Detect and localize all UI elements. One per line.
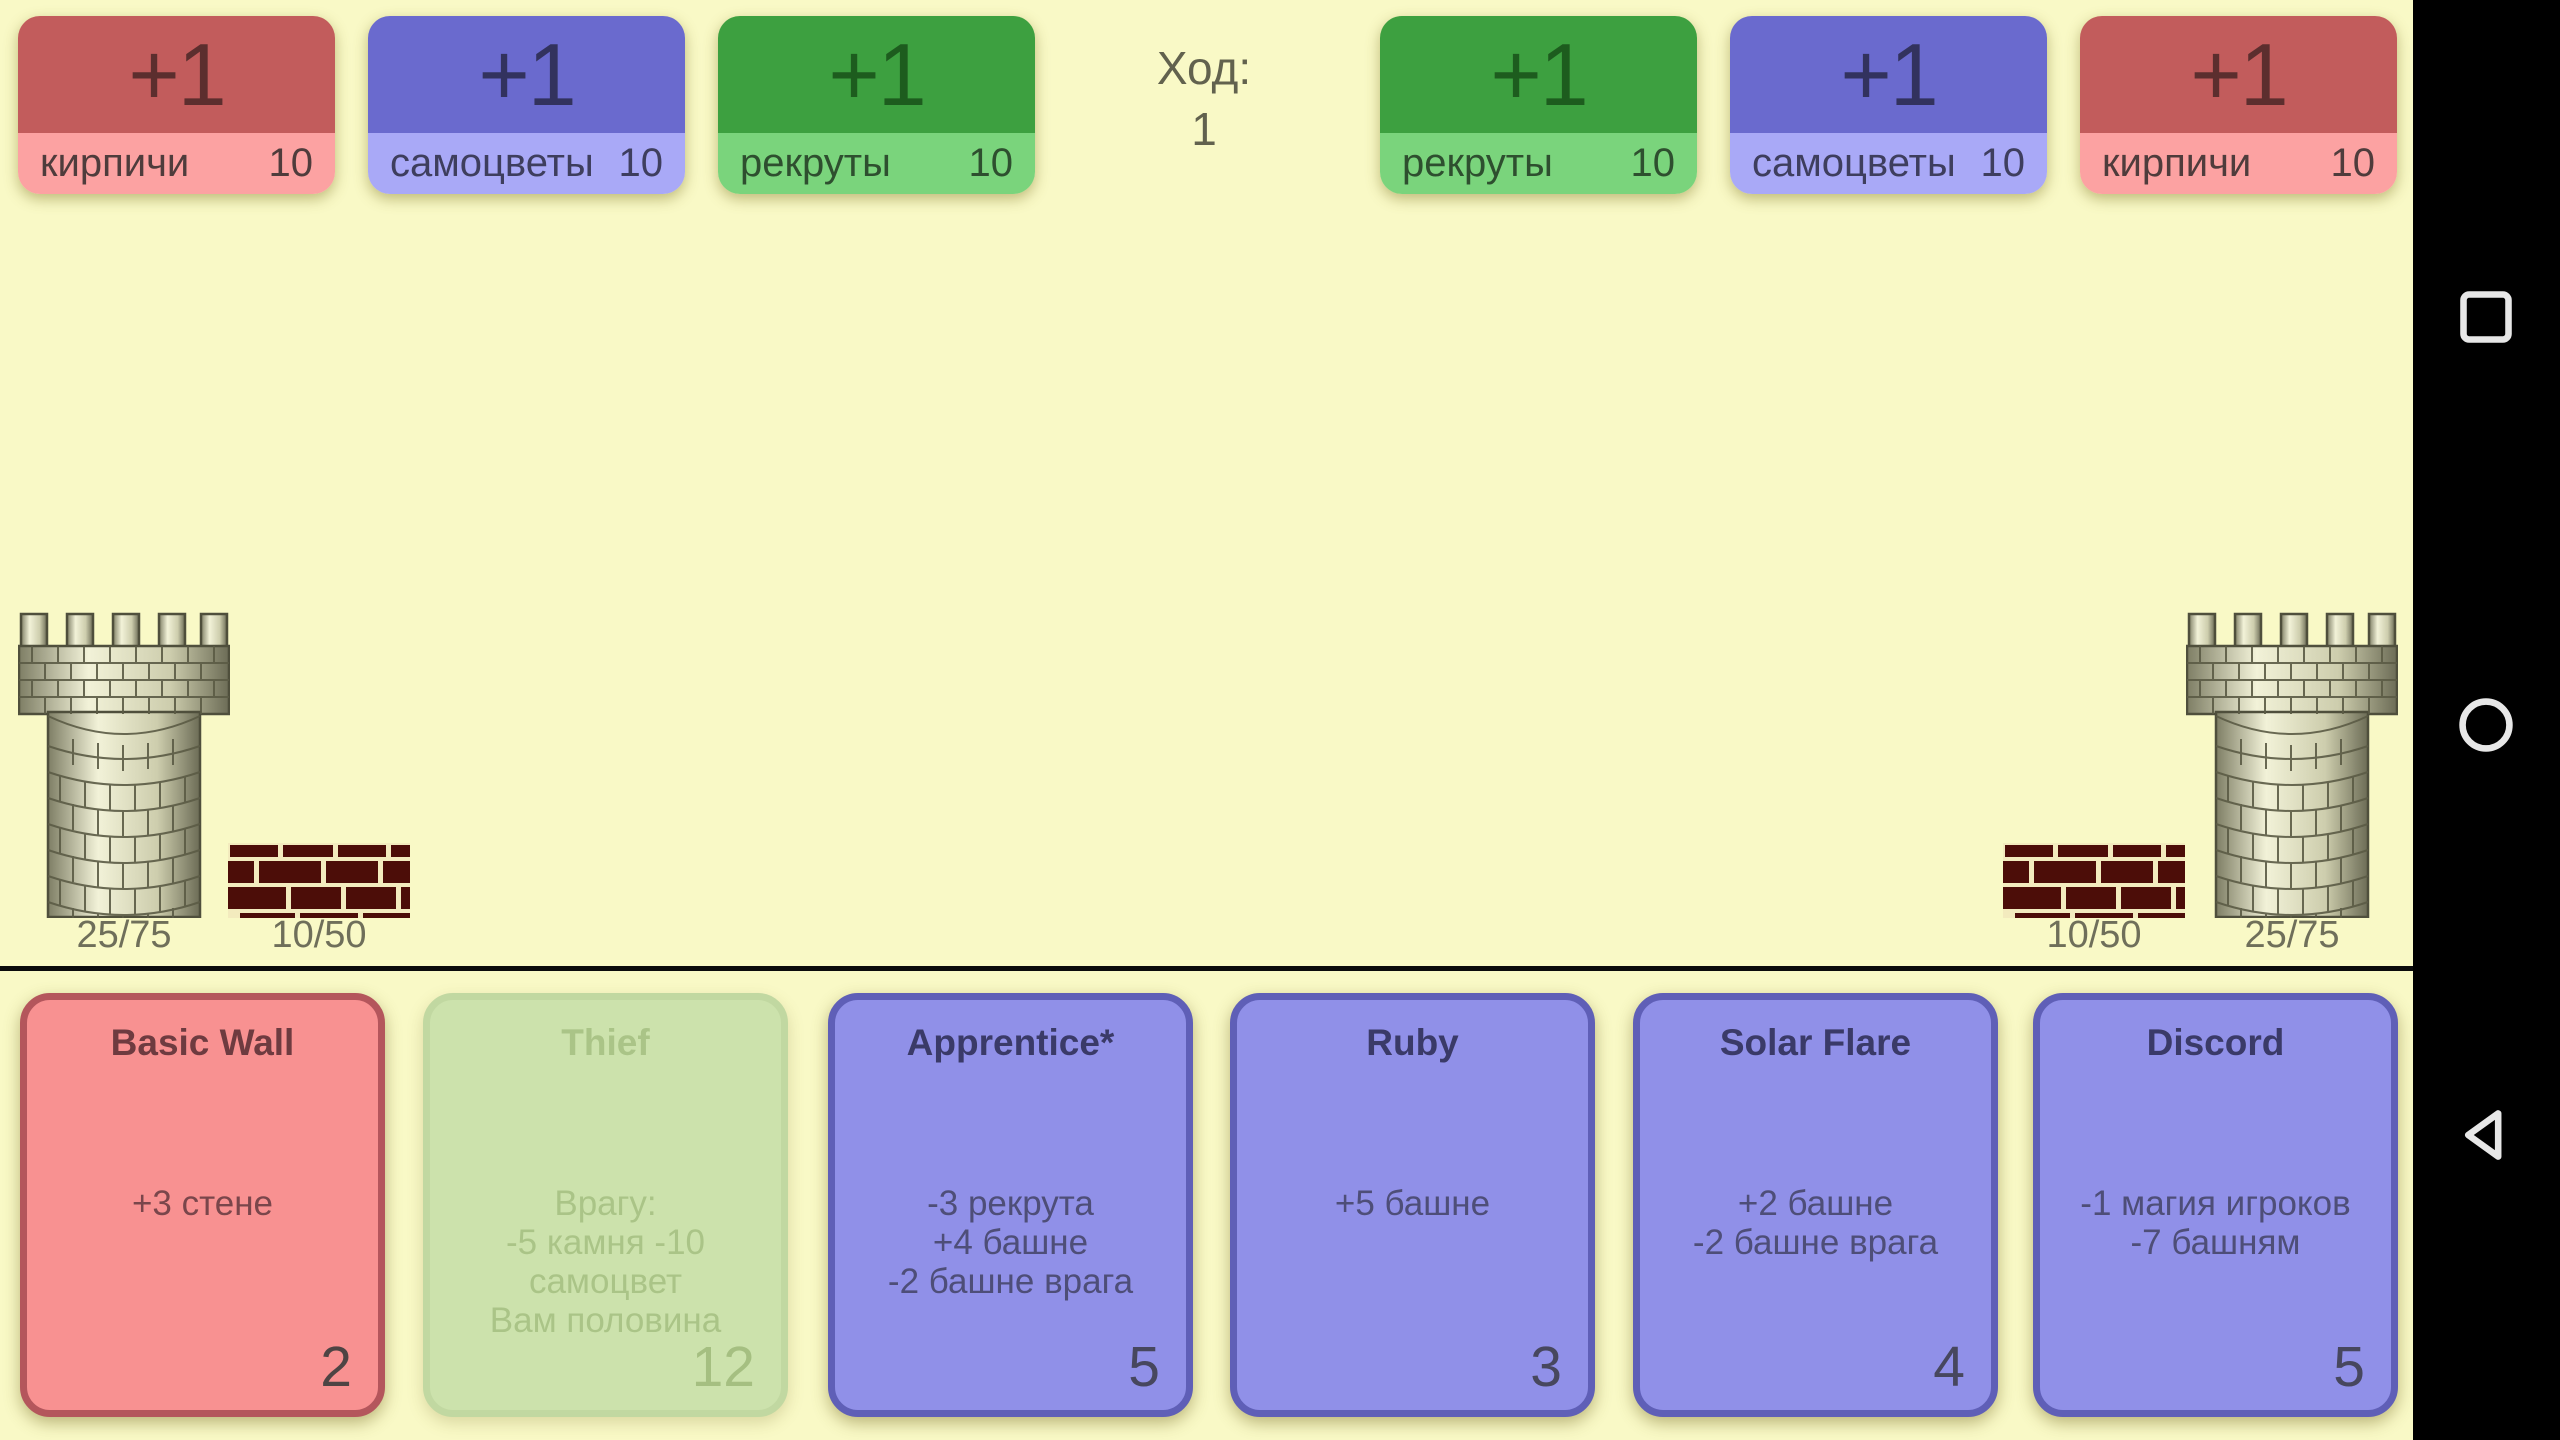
resource-card-bricks-right: +1 кирпичи 10: [2080, 16, 2397, 194]
resource-gain: +1: [1380, 16, 1697, 134]
resource-value: 10: [968, 141, 1014, 186]
enemy-wall-stat: 10/50: [2046, 914, 2142, 956]
resource-value: 10: [1980, 141, 2026, 186]
player-tower-icon: [18, 612, 230, 918]
card-description: +5 башне: [1334, 1184, 1491, 1223]
card-cost: 4: [1933, 1335, 1965, 1399]
resource-label: кирпичи: [2102, 141, 2252, 186]
player-wall-icon: [228, 843, 410, 918]
card-description: +2 башне -2 башне врага: [1692, 1184, 1939, 1262]
home-circle-icon: [2459, 698, 2513, 752]
turn-label: Ход:: [1156, 42, 1252, 94]
resource-value: 10: [268, 141, 314, 186]
resource-label: кирпичи: [40, 141, 190, 186]
card-description: Врагу: -5 камня -10 самоцвет Вам половин…: [489, 1184, 722, 1340]
resource-card-gems-right: +1 самоцветы 10: [1730, 16, 2047, 194]
hand-card-discord[interactable]: Discord -1 магия игроков -7 башням 5: [2033, 993, 2398, 1417]
resource-gain: +1: [18, 16, 335, 134]
card-description: -1 магия игроков -7 башням: [2080, 1184, 2351, 1262]
card-cost: 5: [2333, 1335, 2365, 1399]
android-nav-bar: [2413, 0, 2560, 1440]
turn-value: 1: [1191, 102, 1217, 155]
resource-value: 10: [1630, 141, 1676, 186]
card-description: +3 стене: [131, 1184, 274, 1223]
hand-card-basic-wall[interactable]: Basic Wall +3 стене 2: [20, 993, 385, 1417]
enemy-wall-icon: [2003, 843, 2185, 918]
card-description: -3 рекрута +4 башне -2 башне врага: [887, 1184, 1134, 1301]
hand-card-solar-flare[interactable]: Solar Flare +2 башне -2 башне врага 4: [1633, 993, 1998, 1417]
recents-square-icon: [2460, 291, 2512, 343]
enemy-tower-icon: [2186, 612, 2398, 918]
card-cost: 2: [320, 1335, 352, 1399]
card-cost: 5: [1128, 1335, 1160, 1399]
enemy-tower-stat: 25/75: [2244, 914, 2340, 956]
resource-label: рекруты: [740, 141, 891, 186]
turn-indicator: Ход: 1: [1100, 38, 1308, 159]
back-triangle-icon: [2464, 1110, 2502, 1160]
player-wall-stat: 10/50: [271, 914, 367, 956]
resource-gain: +1: [2080, 16, 2397, 134]
hand-separator-line: [0, 966, 2413, 971]
resource-value: 10: [618, 141, 664, 186]
resource-label: рекруты: [1402, 141, 1553, 186]
card-title: Thief: [561, 1022, 650, 1063]
resource-gain: +1: [368, 16, 685, 134]
player-tower-stat: 25/75: [76, 914, 172, 956]
resource-gain: +1: [1730, 16, 2047, 134]
card-title: Apprentice*: [906, 1022, 1115, 1063]
recents-button[interactable]: [2456, 287, 2516, 347]
hand-card-apprentice[interactable]: Apprentice* -3 рекрута +4 башне -2 башне…: [828, 993, 1193, 1417]
resource-label: самоцветы: [390, 141, 594, 186]
home-button[interactable]: [2456, 695, 2516, 755]
card-title: Solar Flare: [1719, 1022, 1912, 1063]
hand-card-ruby[interactable]: Ruby +5 башне 3: [1230, 993, 1595, 1417]
resource-gain: +1: [718, 16, 1035, 134]
card-cost: 12: [691, 1335, 755, 1399]
play-area: +1 кирпичи 10 +1 самоцветы 10 +1 рекруты…: [0, 0, 2413, 1440]
resource-card-recruits-right: +1 рекруты 10: [1380, 16, 1697, 194]
card-cost: 3: [1530, 1335, 1562, 1399]
back-button[interactable]: [2456, 1105, 2516, 1165]
resource-card-recruits-left: +1 рекруты 10: [718, 16, 1035, 194]
card-title: Ruby: [1366, 1022, 1459, 1063]
hand-card-thief-disabled[interactable]: Thief Врагу: -5 камня -10 самоцвет Вам п…: [423, 993, 788, 1417]
resource-value: 10: [2330, 141, 2376, 186]
resource-card-gems-left: +1 самоцветы 10: [368, 16, 685, 194]
resource-label: самоцветы: [1752, 141, 1956, 186]
card-title: Basic Wall: [110, 1022, 295, 1063]
resource-card-bricks-left: +1 кирпичи 10: [18, 16, 335, 194]
card-title: Discord: [2146, 1022, 2285, 1063]
